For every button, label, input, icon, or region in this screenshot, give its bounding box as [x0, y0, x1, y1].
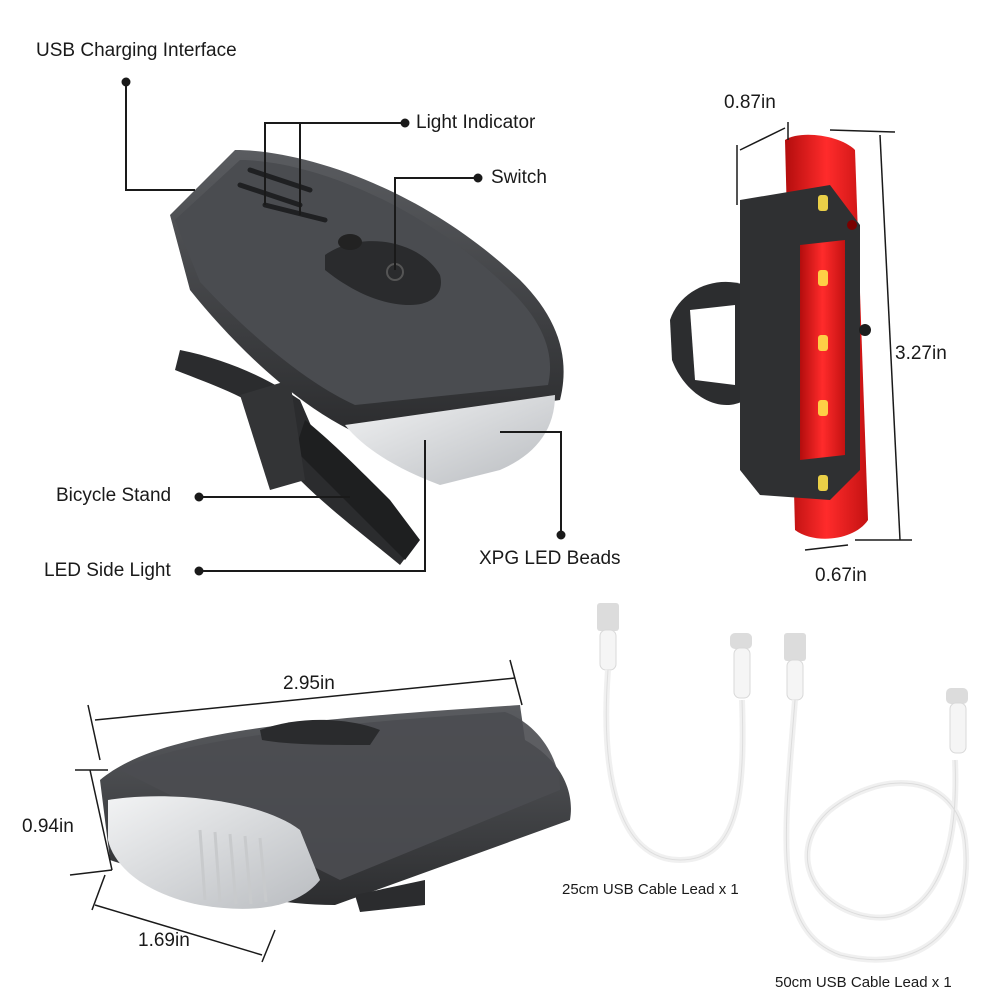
bicycle-stand-label: Bicycle Stand	[56, 485, 172, 506]
xpg-led-beads-label: XPG LED Beads	[479, 548, 621, 569]
usb-charging-label: USB Charging Interface	[36, 40, 237, 61]
long-cable-label: 50cm USB Cable Lead x 1	[775, 974, 952, 991]
tail-dimension-lines	[736, 122, 912, 551]
side-dimension-lines	[69, 659, 523, 963]
usb-cable-long	[783, 633, 970, 963]
led-side-light-label: LED Side Light	[44, 560, 171, 581]
tail-depth-label: 0.87in	[724, 92, 776, 113]
front-length-label: 2.95in	[283, 673, 335, 694]
tail-width-label: 0.67in	[815, 565, 867, 586]
tail-height-label: 3.27in	[895, 343, 947, 364]
front-height-label: 0.94in	[22, 816, 74, 837]
tail-light	[670, 134, 871, 539]
front-light-top-view	[170, 150, 564, 565]
front-light-side-view	[100, 705, 571, 912]
light-indicator-label: Light Indicator	[416, 112, 536, 133]
callout-lines	[121, 77, 566, 576]
front-width-label: 1.69in	[138, 930, 190, 951]
usb-cable-short	[597, 603, 752, 864]
short-cable-label: 25cm USB Cable Lead x 1	[562, 881, 739, 898]
switch-label: Switch	[491, 167, 547, 188]
